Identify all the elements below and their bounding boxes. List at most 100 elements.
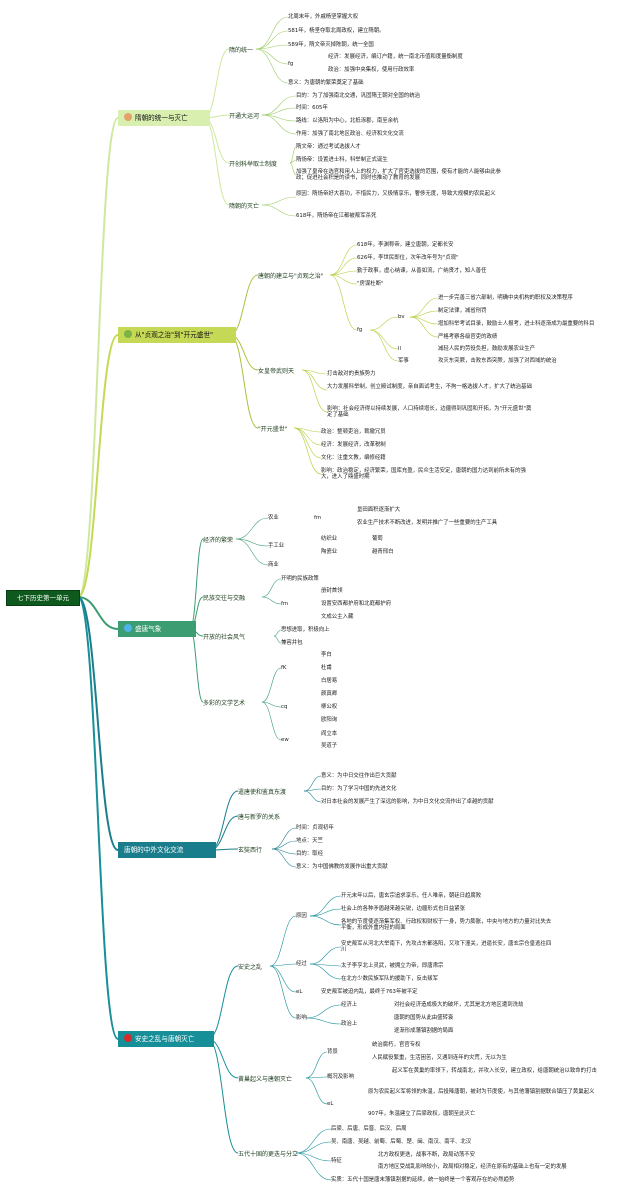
water-drop-icon	[124, 624, 132, 632]
sub-anshi[interactable]: 安史之乱	[238, 964, 263, 971]
sub-zhenguan[interactable]: 唐朝的建立与"贞观之治"	[258, 273, 324, 280]
connector	[261, 578, 282, 598]
leaf: 原为农民起义军将领的朱温，后投降唐朝，被封为节度使，与其他藩镇割据联合镇压了黄巢…	[368, 1089, 595, 1095]
connector	[295, 1141, 332, 1154]
connector	[301, 369, 328, 391]
leaf: 影响：社会经济得以持续发展，人口持续增长，边疆得到巩固和开拓，为"开元盛世"奠定…	[327, 406, 532, 419]
leaf: eL	[296, 989, 303, 995]
sub-sui-fall[interactable]: 隋朝的灭亡	[229, 203, 260, 210]
leaf: 原因	[296, 913, 307, 919]
leaf: 原因：隋炀帝好大喜功，不惜民力，又极情享乐，奢侈无度，导致大规模的农民起义	[296, 191, 496, 197]
leaf: 概况及影响	[327, 1074, 354, 1080]
connector	[255, 44, 289, 50]
connector	[303, 775, 322, 792]
connector	[303, 790, 322, 803]
connector	[229, 274, 259, 336]
connector	[409, 316, 439, 325]
root-node[interactable]: 七下历史第一单元	[6, 590, 80, 606]
leaf: 农业	[268, 515, 279, 521]
sub-economy[interactable]: 经济的繁荣	[203, 537, 234, 544]
connector	[261, 204, 297, 217]
sub-wuzetian[interactable]: 女皇帝武则天	[258, 368, 295, 375]
sub-grand-canal[interactable]: 开通大运河	[229, 113, 260, 120]
leaf: 时间：605年	[296, 105, 328, 111]
leaf: 目的：为了学习中国的先进文化	[321, 786, 397, 792]
leaf: 手工业	[268, 543, 285, 549]
connector	[269, 963, 297, 967]
leaf: 勤于政事，虚心纳谏，从善如流，广纳贤才，知人善任	[357, 268, 487, 274]
leaf: 阎立本	[321, 731, 338, 737]
connector	[303, 788, 322, 792]
connector	[409, 297, 439, 318]
connector	[261, 667, 282, 703]
sub-silla[interactable]: 唐与新罗的关系	[238, 814, 281, 821]
connector	[271, 840, 297, 850]
connector	[369, 316, 399, 331]
leaf: 各地的节度使逐渐集军权、行政权和财权于一身，势力膨胀，中央与地方的力量对比失去平…	[341, 919, 552, 932]
branch-sui[interactable]: 隋朝的统一与灭亡	[118, 110, 210, 126]
branch-zhenguan[interactable]: 从"贞观之治"到"开元盛世"	[118, 327, 236, 343]
branch-exchange[interactable]: 唐朝的中外文化交流	[118, 842, 216, 858]
connector	[289, 159, 297, 164]
leaf: 后梁、后唐、后晋、后汉、后周	[331, 1126, 407, 1132]
connector	[261, 114, 297, 135]
connector	[207, 965, 239, 1040]
connector	[269, 965, 297, 993]
sub-five-dynasties[interactable]: 五代十国的更迭与分立	[238, 1151, 299, 1158]
branch-shengtang[interactable]: 盛唐气象	[118, 621, 196, 637]
connector	[309, 946, 342, 965]
leaf: 社会上的各种矛盾越来越尖锐，边疆形式也日益紧张	[341, 906, 465, 912]
leaf: 颜真卿	[321, 691, 338, 697]
leaf: 589年，隋文帝灭掉陈朝，统一全国	[288, 42, 374, 48]
leaf: 作用：加强了南北地区政治、经济和文化交流	[296, 131, 404, 137]
connector	[261, 701, 282, 708]
connector	[229, 334, 259, 429]
connector	[235, 517, 269, 540]
leaf: 打击敌对的贵族势力	[327, 371, 376, 377]
leaf: 对社会经济造成极大的破坏，尤其是北方地区遭到洗劫	[394, 1002, 524, 1008]
connector	[189, 538, 204, 630]
sub-ethnic[interactable]: 民族交往与交融	[203, 595, 246, 602]
connector	[305, 1051, 328, 1079]
leaf: 时间：贞观初年	[296, 825, 334, 831]
sub-open-society[interactable]: 开放的社会风气	[203, 634, 246, 641]
sub-kaiyuan[interactable]: "开元盛世"	[258, 426, 288, 433]
sub-xuanzang[interactable]: 玄奘西行	[238, 847, 263, 854]
leaf: 618年，李渊称帝，建立唐朝，定都长安	[357, 242, 454, 248]
connector	[261, 196, 297, 206]
connector	[305, 1004, 342, 1019]
branch-anshi[interactable]: 安史之乱与唐朝灭亡	[118, 1031, 214, 1047]
red-circle-icon	[124, 1034, 132, 1042]
leaf: 设置安西都护府和北庭都护府	[321, 601, 392, 607]
leaf: 政治：加强中央集权，使用行政效率	[328, 67, 415, 73]
sub-sui-unify[interactable]: 隋的统一	[229, 47, 254, 54]
sub-jianzhen[interactable]: 遣唐使和鉴真东渡	[238, 789, 287, 796]
sub-keju[interactable]: 开创科举取士制度	[229, 161, 278, 168]
connector	[255, 30, 289, 50]
leaf: fg	[288, 61, 294, 67]
leaf: 目的：取经	[296, 851, 323, 857]
leaf: 逐渐形成藩镇割据的局面	[394, 1028, 454, 1034]
leaf: 军事	[398, 358, 409, 364]
leaf: 兼容并包	[281, 640, 303, 646]
leaf: 杜甫	[321, 665, 332, 671]
leaf: 吴、南唐、吴越、前蜀、后蜀、楚、闽、南汉、南平、北汉	[331, 1139, 472, 1145]
connector	[271, 848, 297, 868]
leaf: 吴道子	[321, 743, 338, 749]
connector	[235, 538, 269, 566]
leaf: 葡萄	[372, 536, 383, 542]
leaf: 思想进取，积极向上	[281, 627, 330, 633]
leaf: 制定法律，减省刑罚	[438, 308, 487, 314]
leaf: 李白	[321, 652, 332, 658]
leaf: 加强了皇帝在选官和用人上的权力，扩大了官吏选拔的范围，使有才能的人能够由此参政；…	[296, 169, 501, 182]
leaf: cq	[281, 704, 288, 710]
connector	[77, 596, 119, 630]
leaf: 农业生产技术不断改进，发明并推广了一些重要的生产工具	[357, 520, 498, 526]
connector	[271, 827, 297, 850]
sub-literature[interactable]: 多彩的文学艺术	[203, 700, 246, 707]
sub-huangchao[interactable]: 黄巢起义与唐朝灭亡	[238, 1076, 293, 1083]
leaf: 经过	[296, 961, 307, 967]
leaf: 大力发展科举制，创立殿试制度，亲自面试考生，不拘一格选拔人才，扩大了统治基础	[327, 384, 532, 390]
leaf: 经济：发展经济，改革税制	[321, 442, 386, 448]
leaf: 路线：以洛阳为中心，北抵涿郡，南至余杭	[296, 118, 399, 124]
